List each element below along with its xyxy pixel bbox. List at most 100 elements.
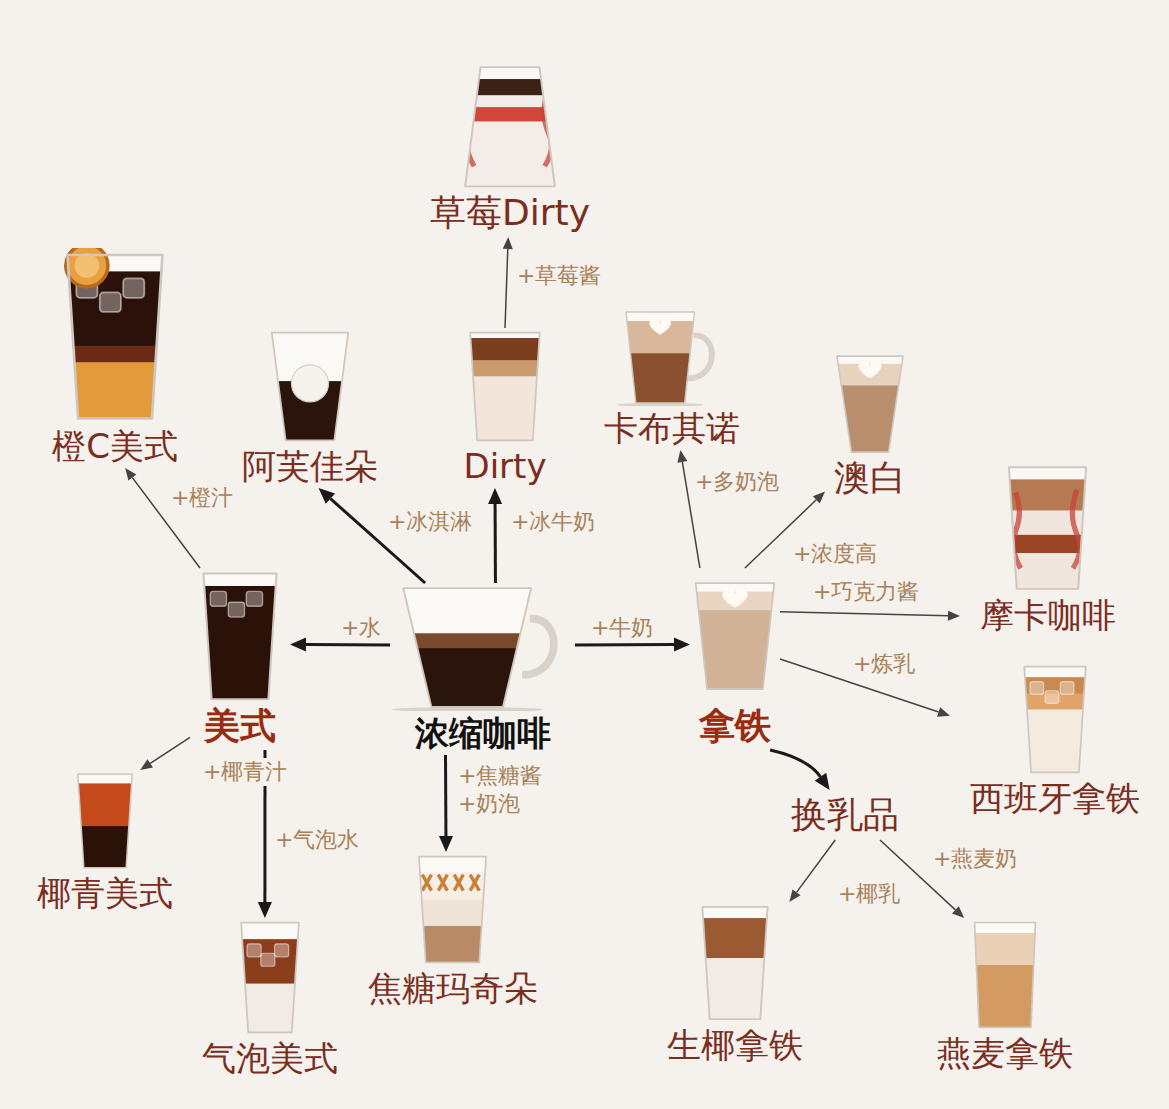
connector-line	[770, 750, 820, 777]
drink-picture	[345, 852, 560, 966]
drink-picture	[690, 568, 780, 703]
drink-picture	[455, 328, 555, 444]
drink-node: 卡布其诺	[588, 308, 756, 450]
connector-line	[444, 755, 447, 836]
drink-illustration	[25, 770, 185, 871]
arrow-head	[140, 759, 153, 770]
edge-label: +炼乳	[850, 650, 918, 678]
arrow-head	[813, 492, 825, 504]
drink-illustration	[390, 583, 575, 711]
drink-illustration	[345, 852, 560, 966]
drink-node: 美式	[190, 568, 290, 750]
drink-illustration	[190, 568, 290, 703]
drink-picture	[588, 308, 756, 406]
connector-line	[780, 612, 948, 616]
arrow-connector	[125, 468, 200, 568]
drink-name: 生椰拿铁	[667, 1023, 803, 1067]
arrow-head	[258, 902, 272, 918]
connector-line	[494, 504, 497, 583]
drink-name: 阿芙佳朵	[242, 444, 378, 488]
drink-node: 浓缩咖啡	[390, 583, 575, 755]
drink-node: 澳白	[825, 352, 915, 502]
drink-node: 燕麦拿铁	[920, 918, 1090, 1075]
arrow-head	[815, 773, 830, 790]
connector-line	[306, 643, 390, 646]
drink-illustration	[185, 918, 355, 1036]
drink-name: 拿铁	[699, 703, 771, 750]
drink-illustration	[455, 328, 555, 444]
edge-label: +气泡水	[272, 826, 362, 854]
arrow-head	[290, 638, 306, 652]
arrow-head	[948, 611, 960, 621]
arrow-connector	[780, 611, 960, 621]
connector-line	[505, 249, 508, 328]
drink-picture	[25, 770, 185, 871]
edge-label: +巧克力酱	[810, 578, 922, 606]
drink-picture	[185, 918, 355, 1036]
drink-name: 摩卡咖啡	[980, 593, 1116, 637]
arrow-head	[674, 638, 690, 652]
drink-picture	[190, 568, 290, 703]
drink-node: 拿铁	[690, 568, 780, 750]
drink-illustration	[960, 462, 1135, 593]
drink-node: 换乳品	[775, 790, 915, 840]
drink-name: Dirty	[463, 444, 546, 488]
arrow-connector	[488, 488, 502, 583]
drink-name: 澳白	[834, 455, 906, 502]
drink-node: 西班牙拿铁	[950, 662, 1160, 820]
connector-line	[575, 643, 674, 646]
drink-name: 换乳品	[791, 792, 899, 839]
arrow-head	[125, 468, 136, 481]
drink-picture	[390, 583, 575, 711]
edge-label: +冰淇淋	[385, 508, 475, 536]
connector-line	[797, 840, 836, 892]
arrow-connector	[439, 755, 453, 852]
drink-node: Dirty	[455, 328, 555, 488]
drink-name: 焦糖玛奇朵	[368, 966, 538, 1010]
drink-picture	[920, 918, 1090, 1031]
drink-illustration	[690, 568, 780, 703]
drink-name: 美式	[204, 703, 276, 750]
drink-node: 椰青美式	[25, 770, 185, 915]
arrow-connector	[770, 750, 830, 790]
edge-label: +燕麦奶	[930, 845, 1020, 873]
drink-node: 橙C美式	[30, 248, 200, 468]
edge-label: +冰牛奶	[508, 508, 598, 536]
arrow-head	[503, 237, 513, 249]
drink-name: 橙C美式	[52, 424, 178, 468]
drink-name: 浓缩咖啡	[415, 711, 551, 755]
edge-label: +焦糖酱 +奶泡	[455, 762, 553, 817]
drink-picture	[650, 902, 820, 1023]
drink-name: 气泡美式	[202, 1036, 338, 1080]
drink-name: 西班牙拿铁	[970, 776, 1140, 820]
arrow-head	[439, 836, 453, 852]
drink-name: 卡布其诺	[604, 406, 740, 450]
edge-label: +水	[338, 614, 384, 642]
drink-node: 焦糖玛奇朵	[345, 852, 560, 1010]
drink-illustration	[950, 662, 1160, 776]
drink-node: 气泡美式	[185, 918, 355, 1080]
drink-picture	[950, 662, 1160, 776]
drink-picture	[225, 328, 395, 444]
arrow-connector	[503, 237, 513, 328]
drink-picture	[960, 462, 1135, 593]
drink-name: 草莓Dirty	[430, 190, 590, 237]
arrow-head	[677, 450, 687, 463]
arrow-connector	[789, 840, 835, 902]
arrow-head	[488, 488, 502, 504]
arrow-head	[319, 488, 336, 504]
drink-illustration	[588, 308, 756, 406]
drink-illustration	[30, 248, 200, 424]
drink-illustration	[420, 62, 600, 190]
edge-label: +椰乳	[835, 880, 903, 908]
drink-picture	[825, 352, 915, 455]
edge-label: +浓度高	[790, 540, 880, 568]
edge-label: +多奶泡	[692, 468, 782, 496]
arrow-head	[937, 707, 950, 716]
edge-label: +橙汁	[168, 484, 236, 512]
connector-line	[150, 737, 190, 763]
drink-node: 阿芙佳朵	[225, 328, 395, 488]
drink-illustration	[825, 352, 915, 455]
drink-illustration	[225, 328, 395, 444]
